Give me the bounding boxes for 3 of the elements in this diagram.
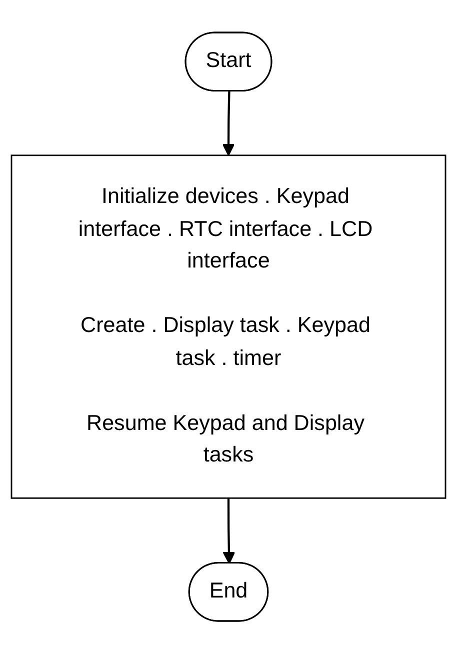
arrow bbox=[222, 498, 236, 564]
node-box: Initialize devices . Keypad interface . RTC interface . LCD interface Create . Display task . Keypad task . timer Resume Keypad and Display tasks bbox=[10, 154, 446, 500]
arrow bbox=[222, 92, 235, 156]
